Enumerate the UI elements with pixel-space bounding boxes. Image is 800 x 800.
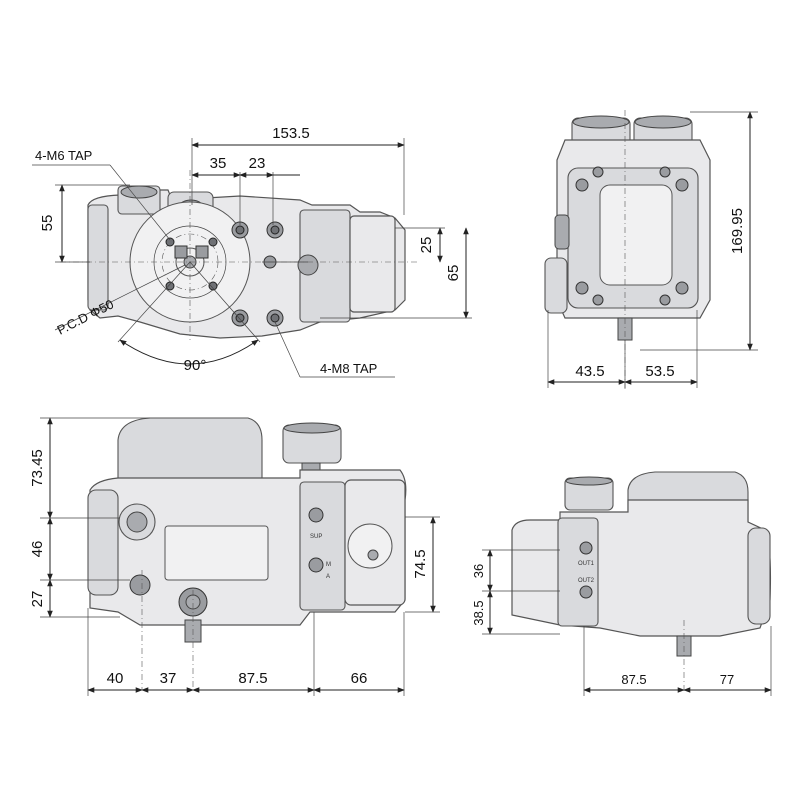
- label-sup: SUP: [310, 534, 322, 540]
- label-out2: OUT2: [578, 578, 595, 584]
- dim-38-5: 38.5: [471, 600, 486, 625]
- dim-23: 23: [249, 155, 266, 172]
- dim-25: 25: [418, 237, 435, 254]
- dim-rear-87-5: 87.5: [621, 672, 646, 687]
- dim-37: 37: [160, 670, 177, 687]
- dim-55: 55: [39, 215, 56, 232]
- dim-73-45: 73.45: [29, 449, 46, 487]
- note-4-m6-tap: 4-M6 TAP: [35, 148, 92, 163]
- dim-36: 36: [471, 564, 486, 578]
- dim-35: 35: [210, 155, 227, 172]
- note-4-m8-tap: 4-M8 TAP: [320, 361, 377, 376]
- dim-27: 27: [29, 591, 46, 608]
- dim-90-degree: 90°: [184, 357, 207, 374]
- dim-40: 40: [107, 670, 124, 687]
- label-out1: OUT1: [578, 561, 595, 567]
- front-view: SUP M A 73.45 46 27 74.5: [29, 417, 440, 696]
- dim-65: 65: [445, 265, 462, 282]
- dim-169-95: 169.95: [729, 208, 746, 254]
- dim-43-5: 43.5: [575, 363, 604, 380]
- dim-153-5: 153.5: [272, 125, 310, 142]
- top-view: 153.5 35 23 55 25 65 90° 4-M6 TAP P.: [32, 125, 472, 378]
- dim-66: 66: [351, 670, 368, 687]
- dim-74-5: 74.5: [412, 549, 429, 578]
- dim-46: 46: [29, 541, 46, 558]
- rear-view: OUT1 OUT2 36 38.5 87.5 77: [471, 471, 772, 696]
- label-m: M: [326, 562, 331, 568]
- dim-87-5: 87.5: [238, 670, 267, 687]
- side-view: 169.95 43.5 53.5: [544, 110, 758, 390]
- label-a: A: [326, 574, 330, 580]
- dim-77: 77: [720, 672, 734, 687]
- dim-53-5: 53.5: [645, 363, 674, 380]
